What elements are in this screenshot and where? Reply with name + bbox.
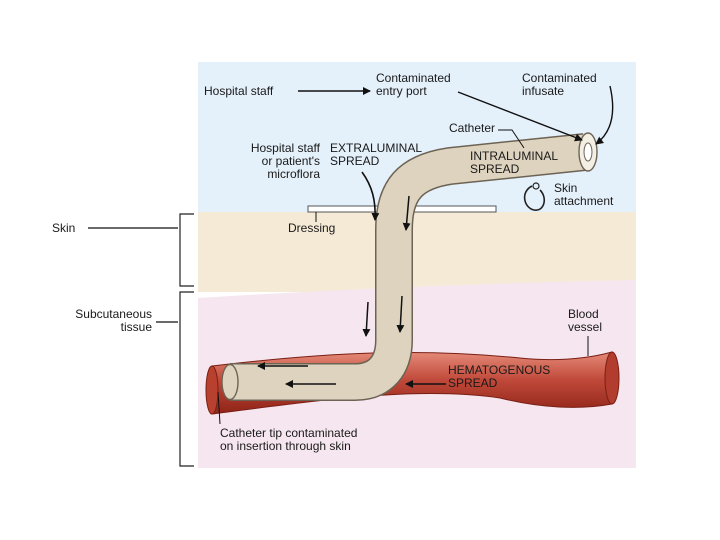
leader-catheter-tip — [217, 391, 221, 425]
arrow-microflora-extraluminal — [361, 171, 380, 221]
label-skin-attachment: Skin attachment — [554, 181, 614, 208]
label-extraluminal-spread: EXTRALUMINAL SPREAD — [330, 141, 423, 168]
catheter-lumen — [583, 142, 593, 162]
label-catheter: Catheter — [449, 121, 496, 135]
arrow-extraluminal-down-2 — [362, 301, 371, 337]
label-hematogenous-spread: HEMATOGENOUS SPREAD — [448, 363, 551, 390]
skin-attachment-suture — [523, 185, 546, 211]
vessel-opening-right — [604, 351, 620, 405]
vessel-opening-left — [205, 365, 219, 415]
label-intraluminal-spread: INTRALUMINAL SPREAD — [470, 149, 559, 176]
catheter-tube — [230, 134, 587, 400]
arrow-extraluminal-down-1 — [402, 195, 411, 231]
label-blood-vessel: Blood vessel — [568, 307, 603, 334]
catheter-tip-end — [221, 363, 239, 401]
skin-region — [198, 212, 636, 292]
label-contaminated-entry-port: Contaminated entry port — [376, 71, 451, 98]
label-hospital-staff: Hospital staff — [204, 84, 274, 98]
label-catheter-tip: Catheter tip contaminated on insertion t… — [220, 426, 358, 453]
arrow-extraluminal-down-3 — [396, 295, 405, 333]
label-dressing: Dressing — [288, 221, 336, 235]
suture-knot — [532, 182, 540, 190]
skin-bracket — [179, 213, 194, 287]
label-subcutaneous-tissue: Subcutaneous tissue — [75, 307, 152, 334]
arrow-port-to-hub — [457, 91, 583, 142]
leader-catheter — [498, 129, 525, 149]
subcutaneous-bracket — [179, 291, 194, 467]
label-hospital-staff-microflora: Hospital staff or patient's microflora — [250, 141, 320, 181]
label-contaminated-infusate: Contaminated infusate — [522, 71, 597, 98]
label-skin: Skin — [52, 221, 76, 235]
arrow-infusate-to-hub — [595, 85, 614, 145]
